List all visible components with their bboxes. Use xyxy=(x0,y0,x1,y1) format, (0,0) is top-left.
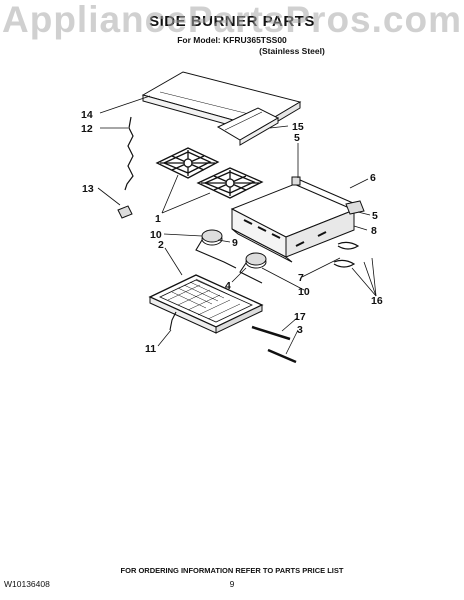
burner-grate-right xyxy=(196,167,264,199)
wire-harness-drawing xyxy=(124,116,134,191)
callout-10-right: 10 xyxy=(298,286,310,298)
variant-label: (Stainless Steel) xyxy=(259,46,325,56)
burner-grate-left xyxy=(155,147,220,179)
rod-drawing xyxy=(251,325,297,364)
callout-17: 17 xyxy=(294,311,306,323)
page-title: SIDE BURNER PARTS xyxy=(149,13,315,30)
callout-11: 11 xyxy=(145,343,156,355)
callout-16: 16 xyxy=(371,295,383,307)
callout-6: 6 xyxy=(370,172,376,184)
watermark: AppliancePartsPros.com xyxy=(2,0,462,40)
document-number: W10136408 xyxy=(4,579,50,589)
callout-13: 13 xyxy=(82,183,94,195)
spring-drawing xyxy=(333,241,360,268)
callout-14: 14 xyxy=(81,109,93,121)
callout-4: 4 xyxy=(225,280,231,292)
bracket-drawing xyxy=(216,107,280,146)
callout-9: 9 xyxy=(232,237,238,249)
callout-3: 3 xyxy=(297,324,303,336)
igniter-right xyxy=(239,252,267,284)
burner-box-drawing xyxy=(230,181,356,263)
clip-drawing xyxy=(117,205,133,219)
callout-5-lower: 5 xyxy=(372,210,378,222)
page-number: 9 xyxy=(229,579,235,589)
model-line: For Model: KFRU365TSS00 xyxy=(177,35,287,45)
callout-10-left: 10 xyxy=(150,229,162,241)
callout-5-upper: 5 xyxy=(294,132,300,144)
burner-base-drawing xyxy=(148,274,264,334)
ordering-instructions: FOR ORDERING INFORMATION REFER TO PARTS … xyxy=(120,566,344,575)
base-wire-drawing xyxy=(169,311,177,331)
callout-labels: 14 12 15 5 6 13 1 5 8 10 9 4 7 10 16 2 1… xyxy=(81,109,383,355)
callout-15: 15 xyxy=(292,121,304,133)
leader-lines xyxy=(97,95,377,355)
callout-12: 12 xyxy=(81,123,93,135)
callout-8: 8 xyxy=(371,225,377,237)
callout-7: 7 xyxy=(298,272,304,284)
callout-1: 1 xyxy=(155,213,161,225)
side-rail-drawing xyxy=(291,176,365,215)
callout-2: 2 xyxy=(158,239,164,251)
